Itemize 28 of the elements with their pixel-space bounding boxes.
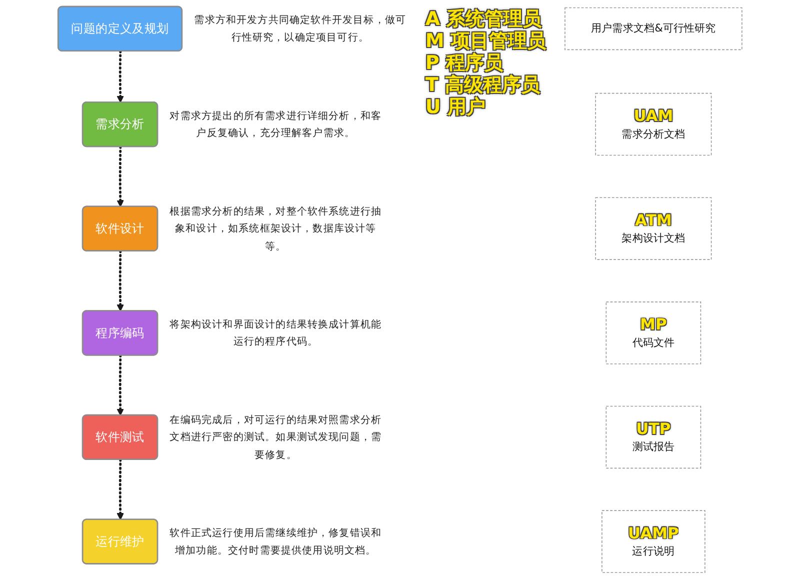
- process-box: 问题的定义及规划: [57, 6, 183, 52]
- document-box: MP 代码文件: [606, 302, 702, 364]
- description-text: 在编码完成后，对可运行的结果对照需求分析文档进行严密的测试。如果测试发现问题，需要修复。: [168, 412, 382, 463]
- process-box: 软件设计: [82, 206, 158, 252]
- document-box: UAM 需求分析文档: [595, 92, 712, 156]
- description-text: 对需求方提出的所有需求进行详细分析，和客户反复确认，充分理解客户需求。: [168, 108, 382, 141]
- description-text: 软件正式运行使用后需继续维护，修复错误和增加功能。交付时需要提供使用说明文档。: [168, 525, 382, 558]
- arrow: [116, 50, 124, 103]
- role-key-text: P 程序员: [425, 52, 503, 74]
- role-key-text: A 系统管理员: [425, 8, 542, 30]
- arrow: [116, 146, 124, 208]
- process-box: 需求分析: [82, 101, 158, 148]
- arrow: [116, 250, 124, 312]
- process-box: 软件测试: [82, 414, 158, 460]
- document-box: 用户需求文档&可行性研究: [564, 7, 742, 50]
- role-key-text: M 项目管理员: [425, 30, 546, 52]
- arrow: [116, 458, 124, 520]
- process-box: 运行维护: [82, 518, 158, 564]
- description-text: 需求方和开发方共同确定软件开发目标，做可行性研究，以确定项目可行。: [193, 12, 407, 46]
- role-key-text: T 高级程序员: [425, 74, 540, 96]
- role-key-text: U 用户: [425, 96, 486, 118]
- document-box: UAMP 运行说明: [602, 510, 706, 573]
- document-box: ATM 架构设计文档: [595, 197, 712, 260]
- description-text: 根据需求分析的结果，对整个软件系统进行抽象和设计，如系统框架设计，数据库设计等等。: [168, 203, 382, 254]
- document-box: UTP 测试报告: [606, 406, 702, 469]
- description-text: 将架构设计和界面设计的结果转换成计算机能运行的程序代码。: [168, 316, 382, 350]
- process-box: 程序编码: [82, 310, 158, 356]
- arrow: [116, 354, 124, 416]
